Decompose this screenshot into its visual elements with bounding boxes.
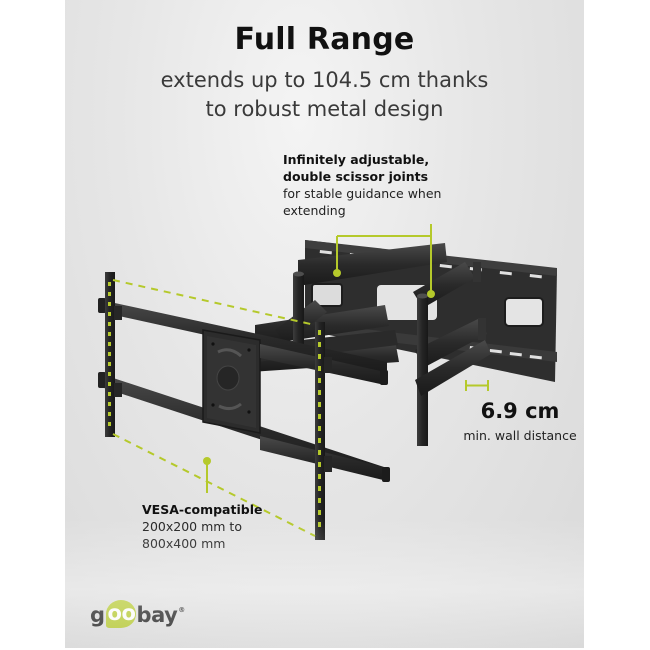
vesa-callout: VESA-compatible 200x200 mm to 800x400 mm (142, 501, 302, 552)
logo-prefix: g (90, 603, 105, 627)
product-image-panel: Full Range extends up to 104.5 cm thanks… (65, 0, 584, 648)
wall-distance-value: 6.9 cm (480, 399, 560, 423)
center-adapter-plate (202, 329, 261, 434)
joints-body-2: extending (283, 203, 346, 218)
tv-wall-mount-illustration (98, 224, 557, 540)
wall-distance-label: min. wall distance (463, 428, 577, 443)
vesa-dashed-guides (112, 279, 316, 537)
dimension-icon (465, 380, 489, 391)
vesa-heading: VESA-compatible (142, 502, 263, 517)
logo-highlight: oo (105, 600, 137, 628)
joints-heading-1: Infinitely adjustable, (283, 152, 430, 167)
joints-heading-2: double scissor joints (283, 169, 429, 184)
subtitle-line-1: extends up to 104.5 cm thanks (160, 68, 489, 92)
logo-suffix: bay (136, 603, 178, 627)
joint-callout-dot-1 (333, 269, 341, 277)
vesa-callout-dot (203, 457, 211, 465)
page-subtitle: extends up to 104.5 cm thanks to robust … (65, 66, 584, 124)
vesa-body-1: 200x200 mm to (142, 519, 242, 534)
wall-plate (305, 240, 557, 382)
joints-callout: Infinitely adjustable, double scissor jo… (283, 151, 483, 219)
goobay-logo: g oo bay ® (90, 600, 185, 628)
subtitle-line-2: to robust metal design (205, 97, 444, 121)
vertical-bracket-left (105, 272, 122, 437)
page-title: Full Range (234, 22, 415, 57)
vertical-bracket-right (315, 322, 332, 540)
joint-callout-lines (336, 224, 432, 292)
logo-blob-icon (105, 600, 136, 628)
vesa-body-2: 800x400 mm (142, 536, 226, 551)
joints-body-1: for stable guidance when (283, 186, 442, 201)
registered-mark: ® (178, 606, 185, 614)
joint-callout-dot-2 (427, 290, 435, 298)
